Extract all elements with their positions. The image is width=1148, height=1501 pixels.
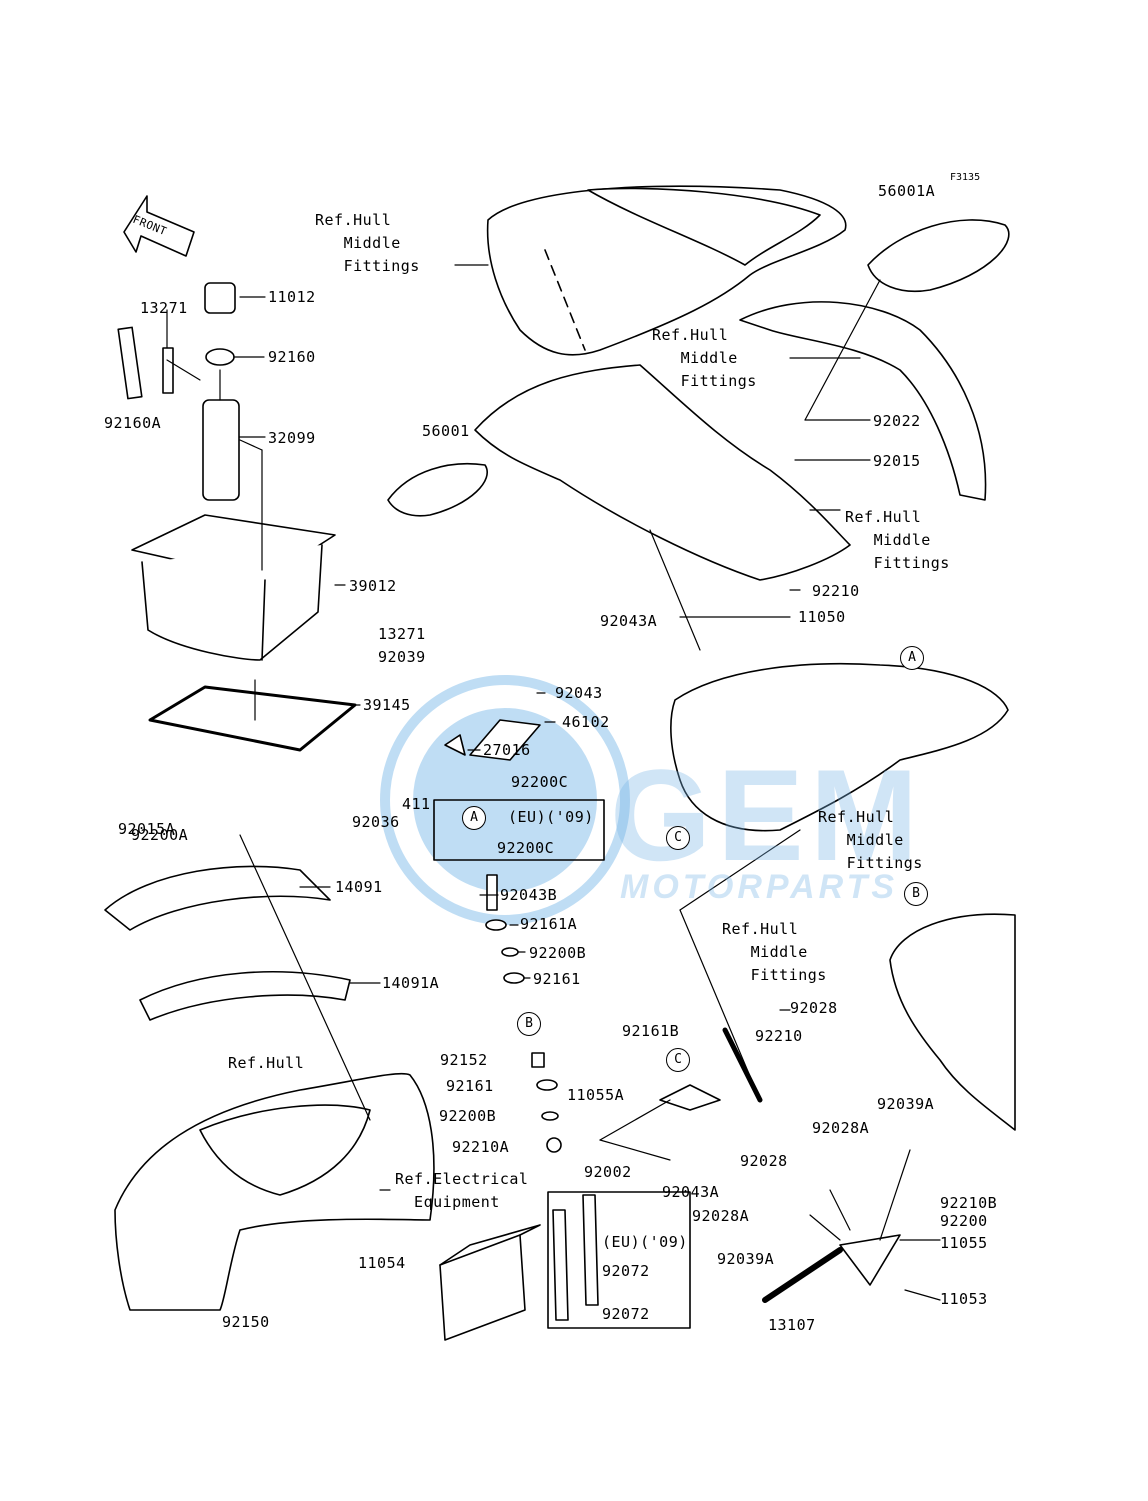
part-92015: 92015 bbox=[873, 452, 921, 470]
rear-hull-drawing bbox=[104, 865, 435, 1311]
part-56001: 56001 bbox=[422, 422, 470, 440]
part-11012: 11012 bbox=[268, 288, 316, 306]
marker-a-2: A bbox=[462, 806, 486, 830]
hull-front-drawing bbox=[670, 663, 1009, 832]
part-92161-1: 92161 bbox=[533, 970, 581, 988]
part-14091A: 14091A bbox=[382, 974, 440, 992]
front-arrow bbox=[123, 195, 195, 257]
part-92200C-1: 92200C bbox=[511, 773, 569, 791]
part-92043A: 92043A bbox=[600, 612, 658, 630]
part-13271-bottom: 13271 bbox=[378, 625, 426, 643]
part-92161-2: 92161 bbox=[446, 1077, 494, 1095]
ref-hull-middle-2: Ref.Hull Middle Fittings bbox=[652, 326, 757, 390]
part-46102: 46102 bbox=[562, 713, 610, 731]
cover-56001-drawing bbox=[387, 462, 488, 517]
part-92028-a: 92028 bbox=[790, 999, 838, 1017]
part-11055A: 11055A bbox=[567, 1086, 625, 1104]
part-92072-b: 92072 bbox=[602, 1305, 650, 1323]
part-92043B: 92043B bbox=[500, 886, 558, 904]
figure-code: F3135 bbox=[950, 172, 981, 183]
part-92160A: 92160A bbox=[104, 414, 162, 432]
gasket-drawing bbox=[148, 685, 357, 752]
filler-assembly-drawing bbox=[117, 282, 240, 501]
part-92028A-1: 92028A bbox=[812, 1119, 870, 1137]
hull-rear-drawing bbox=[889, 913, 1016, 1131]
part-92028-b: 92028 bbox=[740, 1152, 788, 1170]
part-92072-a: 92072 bbox=[602, 1262, 650, 1280]
part-13107: 13107 bbox=[768, 1316, 816, 1334]
leader-lines bbox=[166, 264, 941, 1301]
part-14091: 14091 bbox=[335, 878, 383, 896]
marker-c-2: C bbox=[666, 1048, 690, 1072]
part-11050: 11050 bbox=[798, 608, 846, 626]
part-92002: 92002 bbox=[584, 1163, 632, 1181]
spring-drawing bbox=[722, 1027, 763, 1103]
part-411: 411 bbox=[402, 795, 431, 813]
part-11054: 11054 bbox=[358, 1254, 406, 1272]
side-panel-right-drawing bbox=[739, 301, 987, 501]
ref-hull: Ref.Hull bbox=[228, 1054, 305, 1072]
part-92200C-2: 92200C bbox=[497, 839, 555, 857]
part-92210A: 92210A bbox=[452, 1138, 510, 1156]
part-92200B-1: 92200B bbox=[529, 944, 587, 962]
part-92036: 92036 bbox=[352, 813, 400, 831]
part-27016: 27016 bbox=[483, 741, 531, 759]
ref-electrical: Ref.Electrical Equipment bbox=[395, 1170, 529, 1211]
part-92160: 92160 bbox=[268, 348, 316, 366]
marker-b-1: B bbox=[517, 1012, 541, 1036]
part-92043: 92043 bbox=[555, 684, 603, 702]
part-92043A-2: 92043A bbox=[662, 1183, 720, 1201]
part-92200A: 92200A bbox=[131, 826, 189, 844]
part-92210-a: 92210 bbox=[812, 582, 860, 600]
strap-box bbox=[547, 1191, 691, 1329]
ref-hull-middle-1: Ref.Hull Middle Fittings bbox=[315, 211, 420, 275]
hinge-drawing bbox=[839, 1234, 901, 1286]
watermark-big: GEM bbox=[610, 742, 925, 888]
watermark-small: MOTORPARTS bbox=[620, 868, 899, 906]
part-92022: 92022 bbox=[873, 412, 921, 430]
cover-56001a-drawing bbox=[867, 219, 1010, 292]
part-92015A: 92015A bbox=[118, 820, 176, 838]
part-92200B-2: 92200B bbox=[439, 1107, 497, 1125]
part-92152: 92152 bbox=[440, 1051, 488, 1069]
part-92161B: 92161B bbox=[622, 1022, 680, 1040]
rod-drawing bbox=[762, 1247, 843, 1303]
marker-c-1: C bbox=[666, 826, 690, 850]
marker-a-1: A bbox=[900, 646, 924, 670]
part-39145: 39145 bbox=[363, 696, 411, 714]
part-11055: 11055 bbox=[940, 1234, 988, 1252]
ref-hull-middle-4: Ref.Hull Middle Fittings bbox=[818, 808, 923, 872]
part-39012: 39012 bbox=[349, 577, 397, 595]
marker-b-2: B bbox=[904, 882, 928, 906]
part-92210B: 92210B bbox=[940, 1194, 998, 1212]
part-92039: 92039 bbox=[378, 648, 426, 666]
storage-bin-drawing bbox=[131, 514, 336, 661]
part-92200: 92200 bbox=[940, 1212, 988, 1230]
part-13271-top: 13271 bbox=[140, 299, 188, 317]
eu-note-2: (EU)('09) bbox=[602, 1233, 688, 1251]
part-92039A-2: 92039A bbox=[717, 1250, 775, 1268]
part-11053: 11053 bbox=[940, 1290, 988, 1308]
part-56001A: 56001A bbox=[878, 182, 936, 200]
seat-cover-drawing bbox=[486, 185, 847, 356]
part-92028A-2: 92028A bbox=[692, 1207, 750, 1225]
part-32099: 32099 bbox=[268, 429, 316, 447]
battery-drawing bbox=[439, 1224, 541, 1341]
deck-panel-drawing bbox=[474, 364, 851, 581]
strap-1 bbox=[552, 1209, 569, 1321]
ref-hull-middle-3: Ref.Hull Middle Fittings bbox=[845, 508, 950, 572]
ref-hull-middle-5: Ref.Hull Middle Fittings bbox=[722, 920, 827, 984]
part-92039A-1: 92039A bbox=[877, 1095, 935, 1113]
part-92210-b: 92210 bbox=[755, 1027, 803, 1045]
strap-2 bbox=[582, 1194, 599, 1306]
eu-note-1: (EU)('09) bbox=[508, 808, 594, 826]
part-92150: 92150 bbox=[222, 1313, 270, 1331]
eu-box bbox=[433, 799, 605, 861]
part-92161A: 92161A bbox=[520, 915, 578, 933]
